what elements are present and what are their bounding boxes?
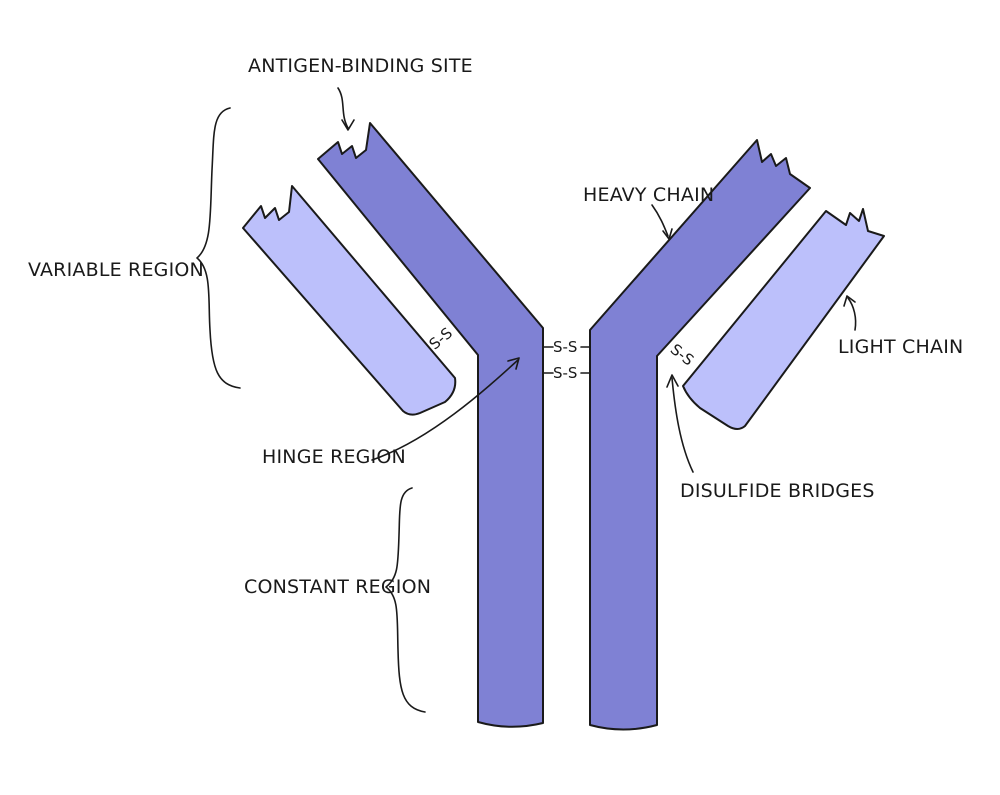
antigen-binding-site-arrow xyxy=(337,87,355,131)
antigen-binding-site-label: ANTIGEN-BINDING SITE xyxy=(248,55,473,77)
left-light-chain xyxy=(242,185,457,416)
hinge-top-bond-label: S-S xyxy=(553,338,577,356)
hinge-region-label: HINGE REGION xyxy=(262,446,406,468)
variable-region-brace xyxy=(196,107,241,389)
heavy-chain-label: HEAVY CHAIN xyxy=(583,184,714,206)
disulfide-bridges-arrow xyxy=(666,374,694,473)
constant-region-label: CONSTANT REGION xyxy=(244,576,431,598)
hinge-bottom-bond-label: S-S xyxy=(553,364,577,382)
left-heavy-chain xyxy=(317,122,544,728)
disulfide-bridges-label: DISULFIDE BRIDGES xyxy=(680,480,875,502)
constant-region-brace xyxy=(385,487,426,713)
hinge-region-arrow xyxy=(371,357,520,461)
hinge-disulfide-bridges: S-S S-S xyxy=(542,338,591,382)
right-light-chain xyxy=(682,208,885,430)
right-heavy-chain xyxy=(589,139,811,731)
variable-region-label: VARIABLE REGION xyxy=(28,259,204,281)
right-disulfide-bridge: S-S xyxy=(667,340,697,369)
heavy-chain-arrow xyxy=(651,204,673,240)
light-chain-arrow xyxy=(843,295,857,331)
right-bond-label: S-S xyxy=(667,340,697,369)
light-chain-label: LIGHT CHAIN xyxy=(838,336,963,358)
